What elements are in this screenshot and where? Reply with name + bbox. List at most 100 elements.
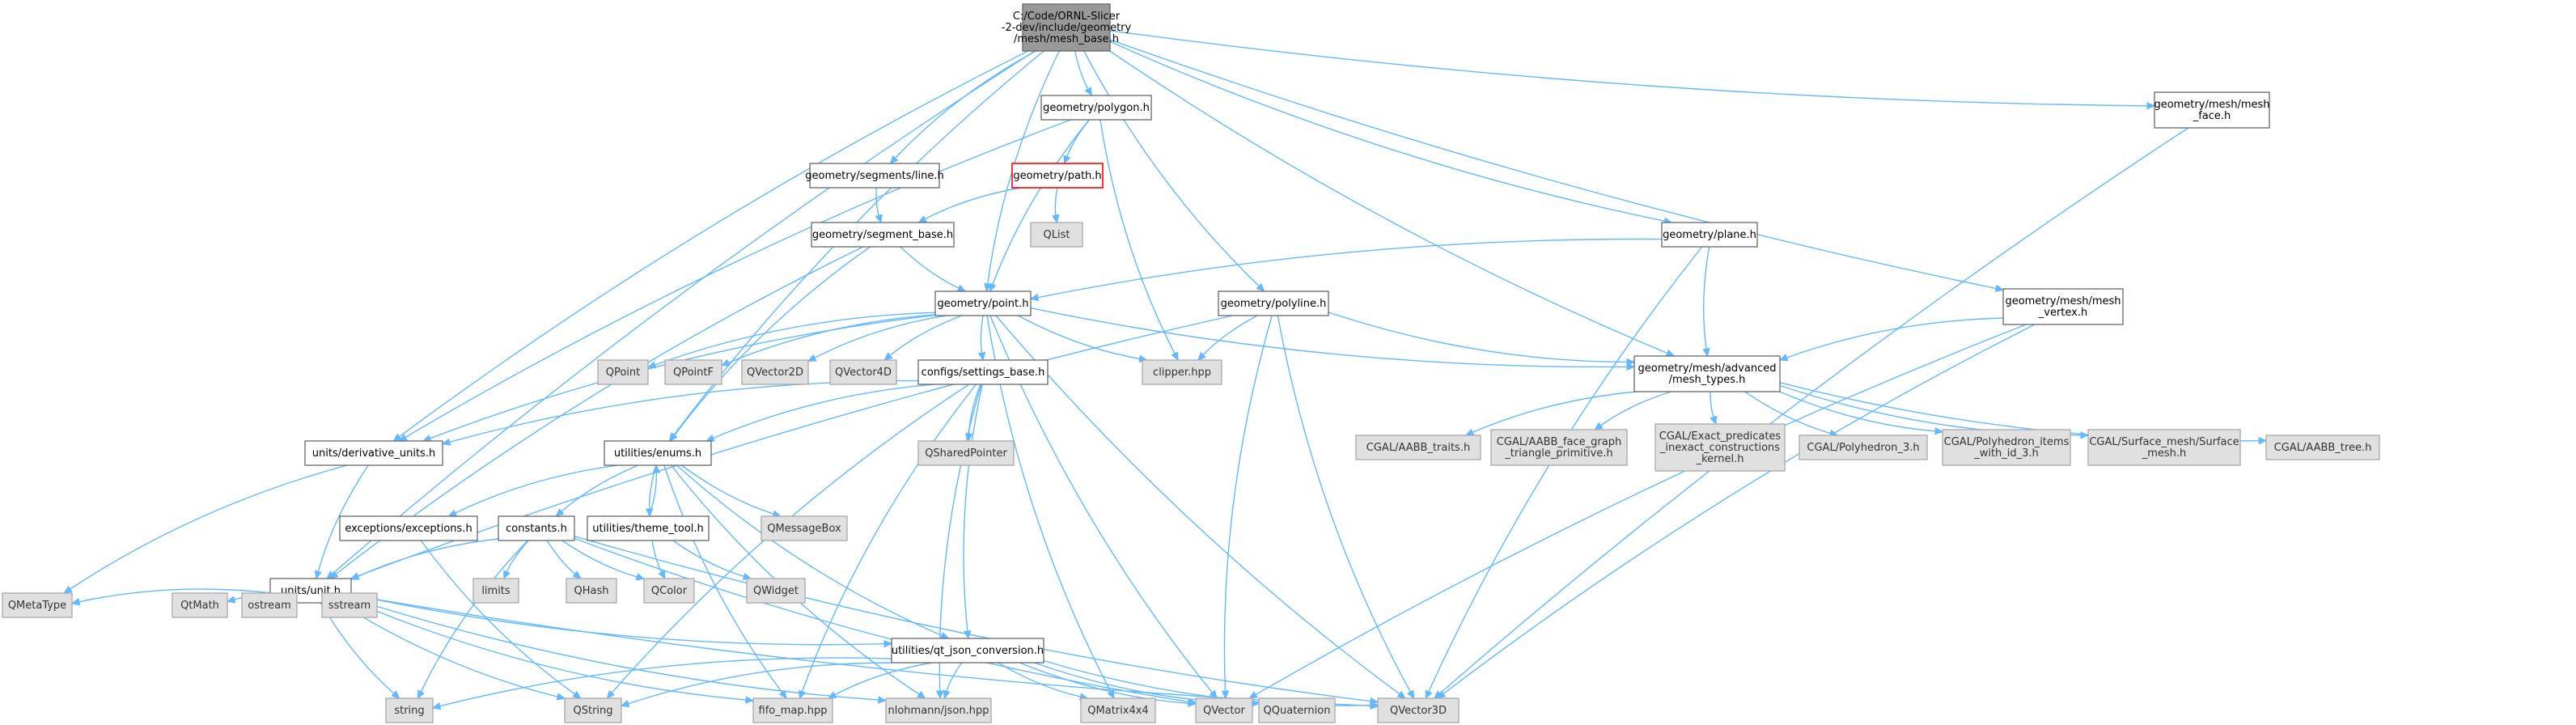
edge-line <box>663 464 783 693</box>
node-box <box>1377 697 1460 723</box>
edge-segment_base-to-enums <box>669 246 871 442</box>
edge-exceptions-to-qstring <box>420 540 582 699</box>
edge-line <box>900 246 960 289</box>
edge-line <box>1066 119 1090 157</box>
node-segment-base[interactable]: geometry/segment_base.h <box>811 222 955 248</box>
node-label: _vertex.h <box>2038 307 2087 319</box>
edge-polyline-to-mesh_types <box>1328 312 1636 367</box>
node-label: string <box>394 705 424 717</box>
node-label: -2-dev/include/geometry <box>1002 22 1132 34</box>
node-clipper: clipper.hpp <box>1142 359 1222 385</box>
node-box <box>1490 429 1628 466</box>
node-derivative-units[interactable]: units/derivative_units.h <box>304 440 443 466</box>
node-label: fifo_map.hpp <box>759 705 828 717</box>
node-qvector: QVector <box>1195 697 1253 723</box>
edge-arrowhead <box>943 689 951 700</box>
node-label: QWidget <box>753 585 799 597</box>
edge-arrowhead <box>1209 689 1218 699</box>
node-surface-mesh: CGAL/Surface_mesh/Surface_mesh.h <box>2087 429 2241 466</box>
node-polyhedron3: CGAL/Polyhedron_3.h <box>1799 435 1928 460</box>
edge-arrowhead <box>447 509 458 517</box>
node-label: constants.h <box>506 523 567 535</box>
edge-constants-to-string <box>417 540 529 700</box>
node-theme-tool[interactable]: utilities/theme_tool.h <box>587 515 710 541</box>
node-constants[interactable]: constants.h <box>498 515 575 541</box>
node-line[interactable]: geometry/segments/line.h <box>805 163 944 189</box>
edge-root-to-mesh_types <box>1109 50 1676 357</box>
node-aabb-tree: CGAL/AABB_tree.h <box>2265 435 2380 460</box>
node-polygon[interactable]: geometry/polygon.h <box>1040 95 1152 121</box>
edge-mesh_types-to-aabb_face <box>1594 391 1672 430</box>
edge-theme_tool-to-qwidget <box>672 540 752 580</box>
node-qmetatype: QMetaType <box>2 592 73 618</box>
node-root[interactable]: C:/Code/ORNL-Slicer-2-dev/include/geomet… <box>1002 3 1132 52</box>
edge-arrowhead <box>1626 358 1636 367</box>
edge-arrowhead <box>889 155 899 164</box>
node-box <box>664 359 722 385</box>
edge-arrowhead <box>503 570 511 580</box>
edge-line <box>1074 50 1089 90</box>
edge-line <box>439 657 892 707</box>
node-label: geometry/mesh/advanced <box>1638 362 1777 375</box>
edge-line <box>1223 315 1273 692</box>
node-box <box>934 290 1032 316</box>
edge-point-to-qvector3d <box>995 315 1406 699</box>
edge-arrowhead <box>1702 347 1710 358</box>
node-label: _face.h <box>2193 110 2231 122</box>
edge-unit-to-fifo_map <box>350 600 755 704</box>
edge-line <box>574 536 1371 702</box>
node-path[interactable]: geometry/path.h <box>1011 163 1104 189</box>
node-label: nlohmann/json.hpp <box>888 705 989 717</box>
edge-arrowhead <box>1197 351 1207 361</box>
node-box <box>304 440 443 466</box>
edge-line <box>834 662 933 696</box>
node-label: geometry/point.h <box>938 298 1029 310</box>
node-json: nlohmann/json.hpp <box>885 697 992 723</box>
edge-root-to-derivative_units <box>392 50 1029 442</box>
node-point[interactable]: geometry/point.h <box>934 290 1032 316</box>
node-mesh-vertex[interactable]: geometry/mesh/mesh_vertex.h <box>2002 288 2124 325</box>
node-label: QColor <box>651 585 688 597</box>
node-qquaternion: QQuaternion <box>1258 697 1336 723</box>
edge-line <box>332 50 1036 574</box>
edge-line <box>420 540 529 693</box>
edge-line <box>649 472 658 517</box>
node-plane[interactable]: geometry/plane.h <box>1661 222 1758 248</box>
edge-line <box>1786 317 2004 358</box>
edge-arrowhead <box>1665 349 1676 357</box>
edge-plane-to-mesh_types <box>1702 246 1710 358</box>
edge-arrowhead <box>1188 699 1197 707</box>
node-box <box>917 440 1015 466</box>
edge-line <box>628 662 892 705</box>
node-label: units/derivative_units.h <box>312 447 435 460</box>
node-box <box>587 515 710 541</box>
edge-unit-to-json <box>350 597 888 704</box>
edge-arrowhead <box>669 432 678 442</box>
edge-line <box>358 315 1233 577</box>
edge-mesh_types-to-aabb_traits <box>1464 391 1638 436</box>
edge-line <box>1037 238 1663 299</box>
node-polyline[interactable]: geometry/polyline.h <box>1218 290 1329 316</box>
edge-line <box>350 597 879 701</box>
node-label: _kernel.h <box>1696 453 1744 465</box>
node-label: QMessageBox <box>767 523 841 535</box>
edge-arrowhead <box>1710 415 1718 426</box>
node-label: QMatrix4x4 <box>1087 705 1148 717</box>
edge-arrowhead <box>572 690 582 699</box>
node-settings-base[interactable]: configs/settings_base.h <box>917 359 1049 385</box>
node-enums[interactable]: utilities/enums.h <box>604 440 712 466</box>
node-label: CGAL/AABB_tree.h <box>2274 442 2372 454</box>
edge-arrowhead <box>935 690 944 700</box>
node-mesh-types[interactable]: geometry/mesh/advanced/mesh_types.h <box>1633 355 1781 392</box>
edge-line <box>980 315 984 354</box>
node-mesh-face[interactable]: geometry/mesh/mesh_face.h <box>2154 91 2270 129</box>
edge-line <box>1710 391 1714 418</box>
edge-arrowhead <box>745 696 755 704</box>
node-fifo-map: fifo_map.hpp <box>752 697 833 723</box>
node-qt-json[interactable]: utilities/qt_json_conversion.h <box>891 638 1044 664</box>
edge-arrowhead <box>441 438 451 446</box>
node-label: QPointF <box>673 367 714 379</box>
node-exceptions[interactable]: exceptions/exceptions.h <box>339 515 478 541</box>
node-qpointf: QPointF <box>664 359 722 385</box>
